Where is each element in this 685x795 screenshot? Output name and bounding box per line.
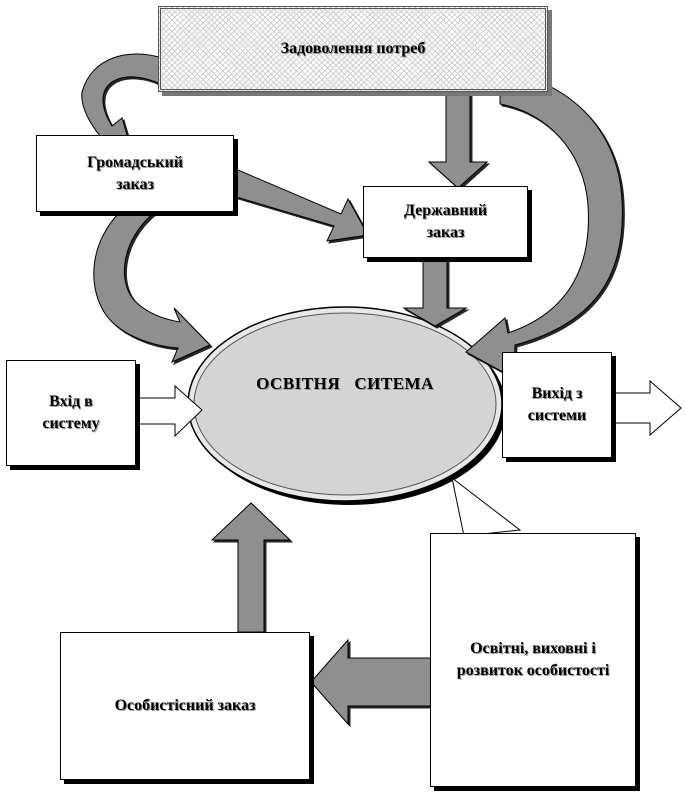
output-box: Вихід з системи bbox=[502, 352, 612, 458]
public-order-label: Громадський заказ bbox=[87, 153, 183, 193]
arrow-public-to-state bbox=[223, 169, 369, 242]
arrow-state-to-system bbox=[402, 257, 468, 327]
arrow-personal-to-system bbox=[210, 502, 292, 633]
system-ellipse bbox=[193, 312, 497, 496]
input-arrow-icon bbox=[135, 384, 203, 438]
personal-order-box: Особистісний заказ bbox=[60, 632, 310, 780]
state-order-label: Державний заказ bbox=[403, 202, 488, 241]
callout-pointer bbox=[451, 476, 522, 537]
personal-order-label: Особистісний заказ bbox=[114, 697, 256, 714]
arrow-needs-to-state bbox=[427, 93, 489, 189]
arrow-development-to-personal bbox=[310, 638, 438, 726]
output-label: Вихід з системи bbox=[527, 385, 587, 424]
curved-arrow-public-to-system bbox=[93, 211, 211, 363]
state-order-box: Державний заказ bbox=[363, 186, 528, 258]
output-arrow-icon bbox=[611, 379, 682, 437]
development-label: Освітні, виховні і розвиток особистості bbox=[456, 640, 610, 679]
needs-box: Задоволення потреб bbox=[158, 6, 548, 92]
curved-arrow-needs-to-public bbox=[81, 53, 163, 146]
input-label: Вхід в систему bbox=[42, 393, 100, 432]
public-order-box: Громадський заказ bbox=[36, 135, 234, 212]
development-box: Освітні, виховні і розвиток особистості bbox=[430, 533, 636, 787]
needs-label: Задоволення потреб bbox=[280, 40, 426, 57]
input-box: Вхід в систему bbox=[6, 360, 136, 466]
system-label: ОСВІТНЯ СИТЕМА bbox=[256, 374, 434, 393]
